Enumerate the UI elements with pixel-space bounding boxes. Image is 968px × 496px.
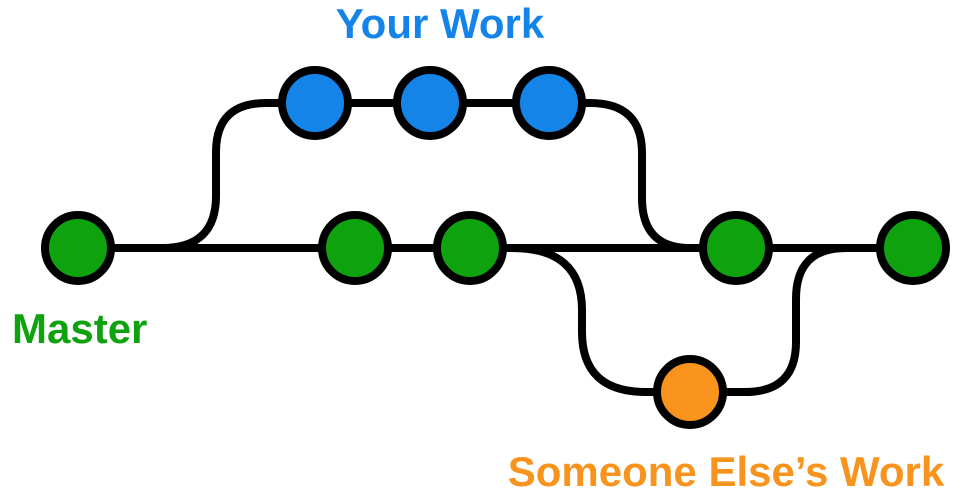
master-label: Master: [12, 305, 148, 352]
merge-in-from-your-work: [551, 99, 724, 252]
master-commit-5: [876, 211, 950, 285]
your-work-commit-2: [393, 66, 467, 140]
merge-in-from-someone-elses-work: [696, 244, 884, 396]
your-work-commit-3: [512, 66, 586, 140]
master-commit-2: [318, 211, 392, 285]
branch-out-to-someone-elses-work: [508, 244, 669, 396]
someone-elses-commit-1: [653, 355, 727, 429]
master-commit-4: [699, 211, 773, 285]
your-work-label: Your Work: [335, 0, 545, 47]
someone-elses-work-label: Someone Else’s Work: [507, 448, 945, 495]
master-commit-1: [41, 211, 115, 285]
your-work-commit-1: [278, 66, 352, 140]
branch-out-to-your-work: [158, 99, 299, 252]
master-commit-3: [433, 211, 507, 285]
